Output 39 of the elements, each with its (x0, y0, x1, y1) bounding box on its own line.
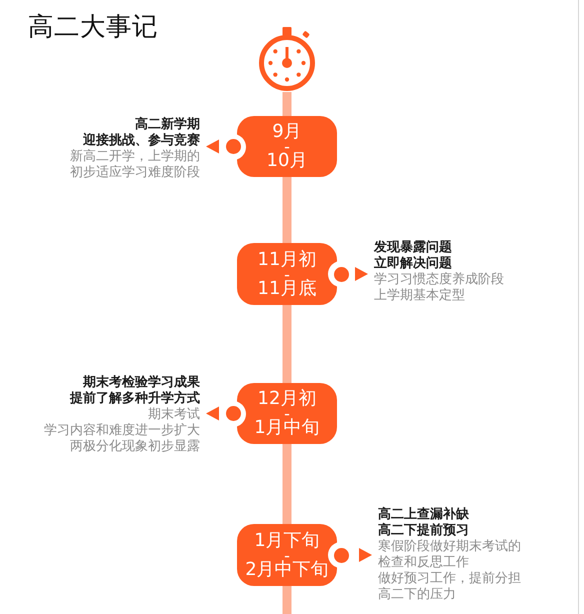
arrow (206, 140, 219, 154)
title-text: 高二大事记 (28, 11, 158, 43)
dash-separator: - (284, 409, 290, 418)
arrow (359, 548, 372, 562)
heading-text: 发现暴露问题 (374, 240, 452, 256)
date-text: 1月中旬 (254, 418, 320, 438)
heading-text: 立即解决问题 (374, 256, 452, 272)
date-text: 11月初 (258, 250, 316, 270)
date-text: 12月初 (258, 389, 316, 409)
date-text: 1月下旬 (254, 530, 320, 550)
description-text: 做好预习工作，提前分担高二下的压力 (378, 571, 522, 603)
description-text: 学习习惯态度养成阶段 (374, 272, 504, 288)
heading-text: 高二下提前预习 (378, 523, 469, 539)
arrow (206, 406, 219, 420)
dash-separator: - (284, 270, 290, 278)
timeline-line (282, 92, 292, 116)
description-text: 新高二开学，上学期的初步适应学习难度阶段 (69, 149, 200, 181)
timeline-line (282, 177, 292, 243)
date-text: 2月中下旬 (245, 560, 329, 580)
description-text: 寒假阶段做好期末考试的检查和反思工作 (378, 539, 522, 571)
date-text: 11月底 (258, 278, 316, 298)
arrow (355, 267, 368, 281)
description-text: 两极分化现象初步显露 (70, 439, 200, 455)
dash-separator: - (284, 550, 290, 560)
description-text: 上学期基本定型 (374, 288, 465, 304)
timeline-line (282, 305, 292, 383)
heading-text: 期末考检验学习成果 (83, 375, 200, 390)
heading-text: 提前了解多种升学方式 (70, 391, 200, 407)
heading-text: 迎接挑战、参与竞赛 (83, 133, 200, 149)
timeline-line (282, 444, 292, 524)
date-text: 9月 (272, 122, 302, 142)
date-text: 10月 (266, 151, 308, 171)
description-text: 学习内容和难度进一步扩大 (44, 423, 200, 439)
dash-separator: - (284, 142, 290, 151)
timeline-line (282, 586, 292, 614)
heading-text: 高二上查漏补缺 (378, 507, 469, 522)
description-text: 期末考试 (148, 407, 200, 423)
heading-text: 高二新学期 (135, 117, 200, 132)
stopwatch-icon (258, 26, 316, 92)
